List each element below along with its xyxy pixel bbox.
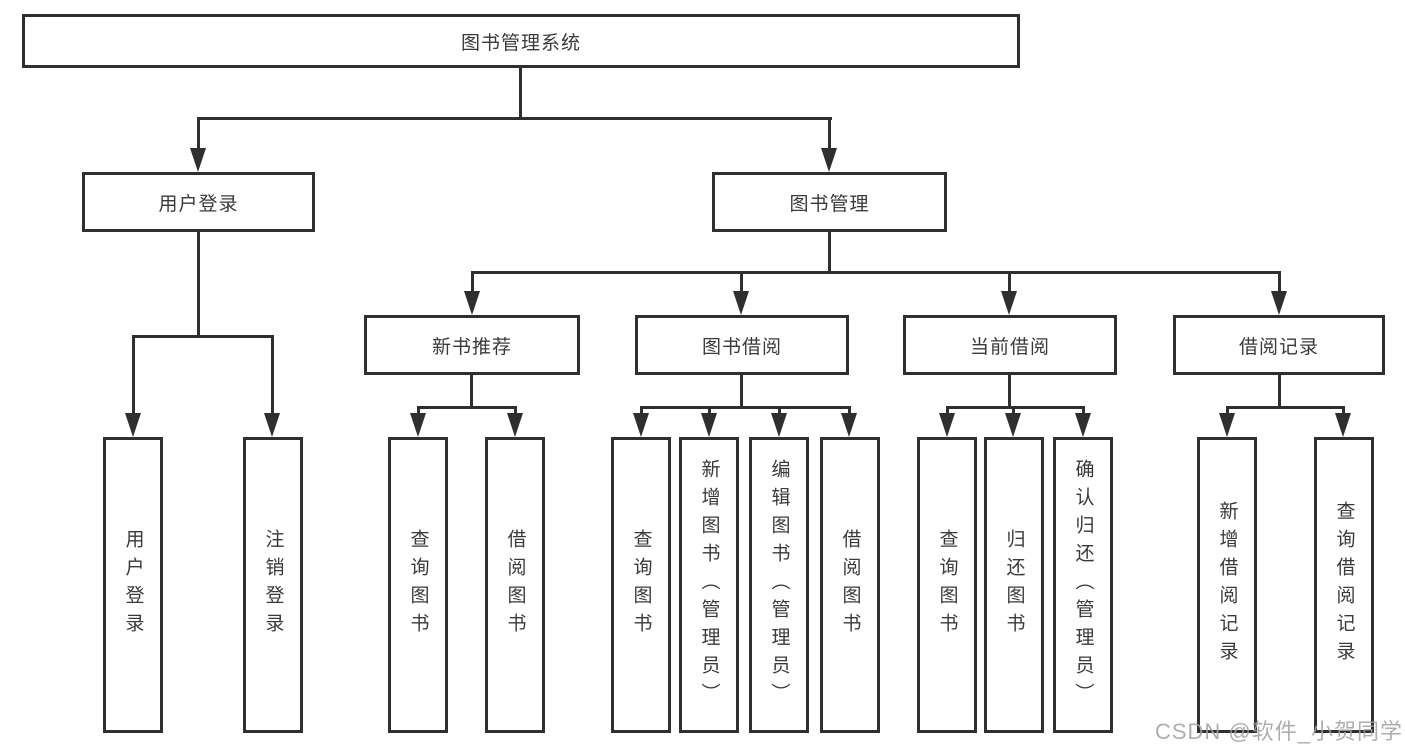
connector-level3-rail xyxy=(471,271,1281,274)
connector-borrow-record-stem xyxy=(1278,375,1281,409)
leaf-bb-add-books-admin: 新增图书（管理员） xyxy=(679,437,739,733)
connector-book-mgmt-stem xyxy=(828,232,831,274)
connector-drop-borrow-record xyxy=(1278,271,1281,293)
connector-current-borrow-stem xyxy=(1008,375,1011,409)
node-user-login: 用户登录 xyxy=(82,172,315,232)
arrowhead-bb-edit xyxy=(771,413,787,437)
arrowhead-rec-borrow xyxy=(507,413,523,437)
arrowhead-bb-borrow xyxy=(841,413,857,437)
connector-level1-rail xyxy=(197,117,832,120)
connector-book-borrow-rail xyxy=(640,406,851,409)
node-borrow-record: 借阅记录 xyxy=(1173,315,1385,375)
connector-new-book-rec-rail xyxy=(417,406,517,409)
connector-drop-bb-query xyxy=(640,406,643,415)
connector-drop-leaf-logout xyxy=(271,335,274,415)
arrowhead-new-book-rec xyxy=(464,291,480,315)
connector-drop-bb-add xyxy=(708,406,711,415)
leaf-bb-borrow-books: 借阅图书 xyxy=(820,437,880,733)
leaf-bb-edit-books-admin: 编辑图书（管理员） xyxy=(749,437,809,733)
connector-drop-current-borrow xyxy=(1008,271,1011,293)
connector-drop-br-query xyxy=(1342,406,1345,415)
arrowhead-br-add xyxy=(1219,413,1235,437)
csdn-watermark: CSDN @软件_小贺同学 xyxy=(1154,719,1403,744)
connector-new-book-rec-stem xyxy=(470,375,473,409)
node-book-mgmt: 图书管理 xyxy=(712,172,947,232)
arrowhead-user-login xyxy=(190,148,206,172)
arrowhead-cb-confirm xyxy=(1075,413,1091,437)
leaf-br-query-record: 查询借阅记录 xyxy=(1314,437,1374,733)
leaf-cb-query-books: 查询图书 xyxy=(917,437,977,733)
connector-borrow-record-rail xyxy=(1226,406,1345,409)
leaf-cb-confirm-return-admin: 确认归还（管理员） xyxy=(1053,437,1113,733)
leaf-rec-borrow-books: 借阅图书 xyxy=(485,437,545,733)
leaf-br-add-record: 新增借阅记录 xyxy=(1197,437,1257,733)
connector-drop-leaf-user-login xyxy=(132,335,135,415)
leaf-logout: 注销登录 xyxy=(243,437,303,733)
connector-drop-br-add xyxy=(1226,406,1229,415)
leaf-rec-query-books: 查询图书 xyxy=(388,437,448,733)
connector-drop-book-mgmt xyxy=(828,117,831,150)
arrowhead-bb-query xyxy=(633,413,649,437)
connector-drop-rec-query xyxy=(417,406,420,415)
connector-user-login-stem xyxy=(197,232,200,337)
connector-drop-cb-query xyxy=(946,406,949,415)
arrowhead-borrow-record xyxy=(1271,291,1287,315)
connector-book-borrow-stem xyxy=(740,375,743,409)
leaf-cb-return-books: 归还图书 xyxy=(984,437,1044,733)
connector-drop-cb-confirm xyxy=(1082,406,1085,415)
connector-root-stem xyxy=(519,68,522,119)
arrowhead-book-borrow xyxy=(733,291,749,315)
connector-current-borrow-rail xyxy=(946,406,1085,409)
arrowhead-br-query xyxy=(1335,413,1351,437)
node-root: 图书管理系统 xyxy=(22,14,1020,68)
arrowhead-current-borrow xyxy=(1001,291,1017,315)
arrowhead-leaf-user-login xyxy=(125,413,141,437)
connector-drop-user-login xyxy=(197,117,200,150)
connector-drop-book-borrow xyxy=(740,271,743,293)
connector-drop-rec-borrow xyxy=(514,406,517,415)
connector-user-login-rail xyxy=(132,335,274,338)
node-current-borrow: 当前借阅 xyxy=(903,315,1117,375)
leaf-user-login: 用户登录 xyxy=(103,437,163,733)
connector-drop-cb-return xyxy=(1012,406,1015,415)
node-new-book-rec: 新书推荐 xyxy=(364,315,580,375)
connector-drop-bb-borrow xyxy=(848,406,851,415)
arrowhead-rec-query xyxy=(410,413,426,437)
connector-drop-new-book-rec xyxy=(471,271,474,293)
arrowhead-leaf-logout xyxy=(264,413,280,437)
arrowhead-cb-query xyxy=(939,413,955,437)
arrowhead-cb-return xyxy=(1005,413,1021,437)
node-book-borrow: 图书借阅 xyxy=(635,315,849,375)
leaf-bb-query-books: 查询图书 xyxy=(611,437,671,733)
arrowhead-book-mgmt xyxy=(821,148,837,172)
arrowhead-bb-add xyxy=(701,413,717,437)
connector-drop-bb-edit xyxy=(778,406,781,415)
